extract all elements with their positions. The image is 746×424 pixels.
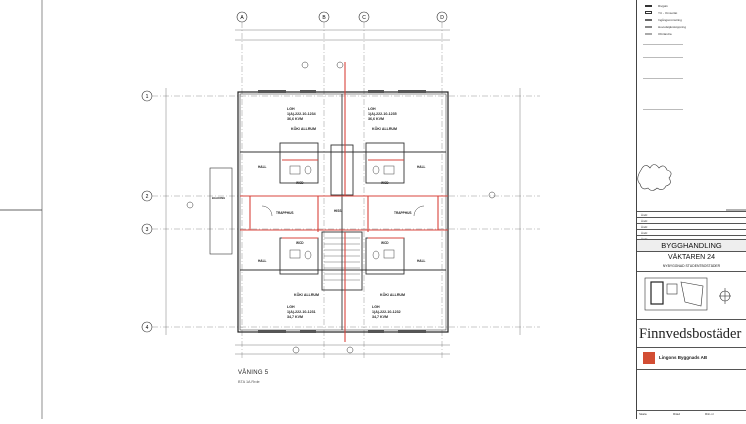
stair-hatch (324, 234, 360, 288)
grid-col-d: D (440, 15, 444, 21)
svg-text:TRAPPHUS: TRAPPHUS (276, 211, 294, 215)
room-type-2: KÖK/ ALLRUM (372, 126, 397, 131)
revision-cloud (637, 164, 672, 191)
svg-text:WCD: WCD (296, 181, 304, 185)
svg-text:WCD: WCD (381, 241, 389, 245)
project-sub: NYBYGGNAD STUDENTBOSTÄDER (662, 264, 721, 268)
svg-text:HISS: HISS (334, 209, 341, 213)
svg-text:HALL: HALL (417, 259, 426, 263)
room-id-2: 1(A)-222-10-1235 (368, 112, 397, 116)
interior-walls (240, 94, 446, 330)
room-type-4: KÖK/ ALLRUM (380, 292, 405, 297)
room-name-2: LGH (368, 107, 376, 111)
floor-title-block: VÅNING 5 BTA 1A Rrde (238, 370, 268, 384)
floor-subtitle: BTA 1A Rrde (238, 380, 260, 384)
room-name-4: LGH (372, 305, 380, 309)
revision-row: Ändr. (637, 211, 746, 217)
room-id-4: 1(A)-222-10-1232 (372, 310, 401, 314)
room-id-3: 1(A)-222-10-1231 (287, 310, 316, 314)
fixtures (261, 165, 425, 260)
stage-label: BYGGHANDLING (661, 241, 722, 250)
legend-item: Ingångsmönstring (641, 16, 741, 23)
room-name-1: LGH (287, 107, 295, 111)
project-name: VÄKTAREN 24 (668, 254, 715, 261)
svg-text:HALL: HALL (258, 165, 267, 169)
contractor-logo-icon (643, 352, 655, 364)
balcony (209, 167, 233, 255)
svg-text:1: 1 (146, 94, 149, 100)
room-area-2: 36,6 KVM (368, 117, 384, 121)
room-id-1: 1(A)-222-10-1234 (287, 112, 316, 116)
grid-columns: A B C D (236, 11, 448, 23)
room-labels: LGH 1(A)-222-10-1234 36,6 KVM KÖK/ ALLRU… (287, 107, 405, 319)
section-markers (186, 61, 496, 354)
svg-text:WCD: WCD (296, 241, 304, 245)
room-area-1: 36,6 KVM (287, 117, 303, 121)
legend: Rivgalv Ytl. - Omsorlat Ingångsmönstring… (641, 2, 741, 37)
contractor-row: Lingons Byggnads AB (637, 347, 746, 369)
key-plan (637, 271, 746, 319)
title-block-panel: Rivgalv Ytl. - Omsorlat Ingångsmönstring… (636, 0, 746, 419)
client-logo-row: Finnvedsbostäder (637, 319, 746, 347)
svg-text:TRAPPHUS: TRAPPHUS (394, 211, 412, 215)
notes-column (643, 40, 683, 210)
revision-row: Ändr. (637, 217, 746, 223)
windows (258, 90, 426, 333)
key-plan-diagram (644, 277, 731, 311)
room-name-3: LGH (287, 305, 295, 309)
legend-item: Rivgalv (641, 2, 741, 9)
floor-title: VÅNING 5 (238, 370, 269, 376)
svg-text:HALL: HALL (258, 259, 267, 263)
legend-item: Ytl. - Omsorlat (641, 9, 741, 16)
svg-text:2: 2 (146, 194, 149, 200)
revision-row: Ändr. (637, 223, 746, 229)
svg-text:3: 3 (146, 227, 149, 233)
small-room-labels: HALL WCD HALL WCD HALL WCD HALL WCD TRAP… (212, 165, 426, 263)
project-row: VÄKTAREN 24 NYBYGGNAD STUDENTBOSTÄDER (637, 251, 746, 271)
svg-text:4: 4 (146, 325, 149, 331)
client-logo: Finnvedsbostäder (639, 326, 742, 342)
grid-col-a: A (240, 15, 244, 21)
revision-row: Ändr. (637, 229, 746, 235)
legend-item: Oförändra (641, 30, 741, 37)
room-area-3: 34,7 KVM (287, 315, 303, 319)
dimension-lines (165, 29, 521, 355)
stage-row: BYGGHANDLING (637, 239, 746, 251)
bottom-fields: Skala Ritad Ritn.nr (637, 369, 746, 419)
grid-col-b: B (322, 15, 326, 21)
svg-text:WCD: WCD (381, 181, 389, 185)
fire-compartment-lines (240, 62, 448, 342)
contractor-name: Lingons Byggnads AB (659, 355, 708, 360)
grid-col-c: C (362, 15, 366, 21)
svg-text:BALKONG: BALKONG (212, 196, 225, 200)
room-type-1: KÖK/ ALLRUM (291, 126, 316, 131)
grid-lines (152, 22, 540, 360)
building-outline (237, 91, 449, 333)
room-type-3: KÖK/ ALLRUM (294, 292, 319, 297)
svg-text:HALL: HALL (417, 165, 426, 169)
legend-item: Huvudstjänstöppning (641, 23, 741, 30)
grid-rows: 1 2 3 4 (141, 90, 153, 333)
room-area-4: 34,7 KVM (372, 315, 388, 319)
